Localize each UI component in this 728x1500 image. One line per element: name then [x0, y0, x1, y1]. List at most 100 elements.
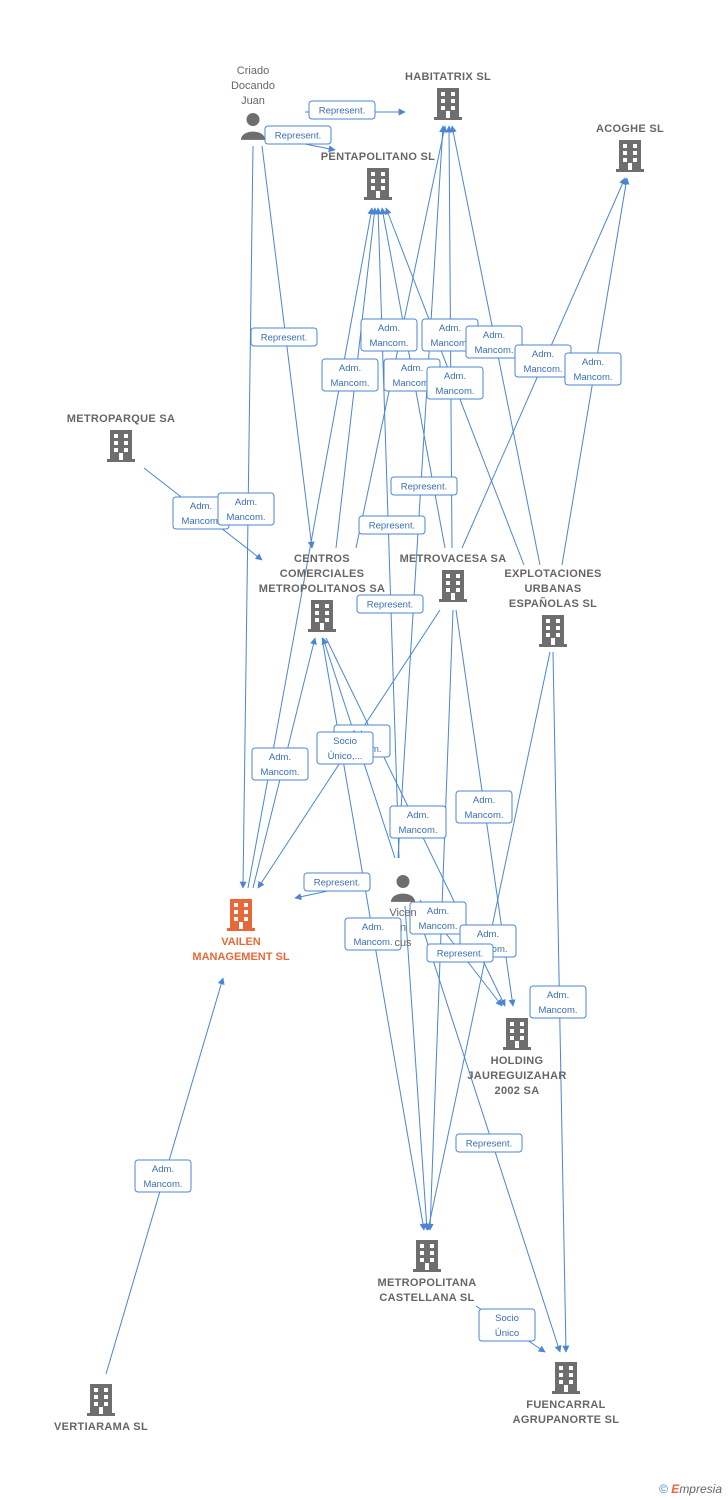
- building-icon: [364, 168, 392, 200]
- node-label: METROPOLITANA: [377, 1277, 476, 1289]
- edge-label[interactable]: Adm.Mancom.: [514, 344, 572, 378]
- person-icon: [240, 113, 266, 140]
- edge-label[interactable]: Represent.: [250, 327, 318, 347]
- building-icon: [503, 1018, 531, 1050]
- edge-label-text: Represent.: [314, 878, 360, 889]
- edge-labels-layer: Represent. Represent. Represent. Adm. Mancom…: [134, 100, 622, 1342]
- edge-label-text: Adm.: [235, 497, 257, 508]
- edge-label[interactable]: Represent.: [390, 476, 458, 496]
- edge-label-box: [390, 476, 458, 496]
- edge-label-box: [358, 515, 426, 535]
- edge-label[interactable]: Represent.: [264, 125, 332, 145]
- edge-label[interactable]: Represent.: [356, 594, 424, 614]
- edge-label-box: [321, 358, 379, 392]
- node-label: JAUREGUIZAHAR: [467, 1070, 566, 1082]
- edge-label[interactable]: Represent.: [426, 943, 494, 963]
- edge-label[interactable]: Represent.: [308, 100, 376, 120]
- node-label: Criado: [237, 65, 269, 77]
- building-icon: [539, 615, 567, 647]
- edge-label-text: Mancom.: [181, 516, 220, 527]
- edge-label-text: Mancom.: [260, 767, 299, 778]
- edge-label-box: [308, 100, 376, 120]
- building-icon: [107, 430, 135, 462]
- edge-label-text: Adm.: [407, 810, 429, 821]
- edge-label-text: Represent.: [275, 131, 321, 142]
- node-metrovacesa[interactable]: METROVACESA SA: [400, 553, 507, 602]
- building-icon: [227, 899, 255, 931]
- edge-label[interactable]: Adm.Mancom.: [564, 352, 622, 386]
- edge-label-text: Represent.: [261, 333, 307, 344]
- node-acoghe[interactable]: ACOGHE SL: [596, 123, 664, 172]
- edge-label[interactable]: Represent.: [303, 872, 371, 892]
- edge-label-text: Adm.: [547, 990, 569, 1001]
- edge-label[interactable]: Adm.Mancom.: [409, 901, 467, 935]
- edge-label-text: Mancom.: [226, 512, 265, 523]
- node-label: HOLDING: [491, 1055, 544, 1067]
- edge-vailen-pentapolitano: [247, 207, 375, 889]
- edge-label[interactable]: SocioÚnico,...: [316, 731, 374, 765]
- edge-label-box: [389, 805, 447, 839]
- node-label: PENTAPOLITANO SL: [321, 151, 435, 163]
- edge-label[interactable]: Adm.Mancom.: [465, 325, 523, 359]
- edge-label-text: Mancom.: [464, 810, 503, 821]
- edge-label[interactable]: Adm.Mancom.: [455, 790, 513, 824]
- building-icon: [434, 88, 462, 120]
- edge-label-text: Adm.: [532, 349, 554, 360]
- edge-label-text: Único,...: [328, 751, 363, 762]
- edge-label[interactable]: Adm.Mancom.: [426, 366, 484, 400]
- edge-label[interactable]: Represent.: [358, 515, 426, 535]
- edge-label[interactable]: Adm.Mancom.: [360, 318, 418, 352]
- edge-label-text: Único: [495, 1328, 519, 1339]
- edge-label-box: [356, 594, 424, 614]
- node-metropolitana[interactable]: METROPOLITANA CASTELLANA SL: [377, 1240, 476, 1304]
- building-icon: [413, 1240, 441, 1272]
- node-metroparque[interactable]: METROPARQUE SA: [67, 413, 176, 462]
- node-label: EXPLOTACIONES: [504, 568, 601, 580]
- node-label: CASTELLANA SL: [379, 1292, 474, 1304]
- node-label: COMERCIALES: [280, 568, 365, 580]
- node-label: VAILEN: [221, 936, 261, 948]
- edge-label-box: [316, 731, 374, 765]
- edge-label[interactable]: Adm.Mancom.: [134, 1159, 192, 1193]
- edge-label-box: [264, 125, 332, 145]
- node-vertiarama[interactable]: VERTIARAMA SL: [54, 1384, 148, 1433]
- edge-label-box: [455, 790, 513, 824]
- node-habitatrix[interactable]: HABITATRIX SL: [405, 71, 491, 120]
- edge-label[interactable]: Adm.Mancom.: [344, 917, 402, 951]
- edge-label[interactable]: Adm.Mancom.: [321, 358, 379, 392]
- node-label: Vicen: [389, 907, 416, 919]
- edge-label-text: Socio: [333, 736, 357, 747]
- edge-label[interactable]: Adm.Mancom.: [172, 496, 230, 530]
- edge-label[interactable]: Adm. Mancom.: [389, 805, 447, 839]
- edge-label[interactable]: Adm.Mancom.: [529, 985, 587, 1019]
- edge-label-box: [250, 327, 318, 347]
- edge-label-text: Adm.: [483, 330, 505, 341]
- edge-label[interactable]: Adm. Mancom.: [251, 747, 309, 781]
- edge-label-text: Mancom.: [418, 921, 457, 932]
- edge-label-text: Adm.: [269, 752, 291, 763]
- node-pentapolitano[interactable]: PENTAPOLITANO SL: [321, 151, 435, 200]
- edge-label-text: Adm.: [439, 323, 461, 334]
- node-label: VERTIARAMA SL: [54, 1421, 148, 1433]
- node-label: 2002 SA: [495, 1085, 540, 1097]
- node-label: ACOGHE SL: [596, 123, 664, 135]
- edge-label-box: [303, 872, 371, 892]
- edge-label[interactable]: Adm. Mancom.: [217, 492, 275, 526]
- edge-label[interactable]: Represent.: [455, 1133, 523, 1153]
- node-label: AGRUPANORTE SL: [513, 1414, 620, 1426]
- building-icon: [552, 1362, 580, 1394]
- copyright-footer[interactable]: © Empresia: [659, 1482, 722, 1496]
- edge-label-text: Socio: [495, 1313, 519, 1324]
- edge-label-text: Mancom.: [398, 825, 437, 836]
- node-holding[interactable]: HOLDING JAUREGUIZAHAR 2002 SA: [467, 1018, 566, 1097]
- edge-label-box: [344, 917, 402, 951]
- building-icon: [616, 140, 644, 172]
